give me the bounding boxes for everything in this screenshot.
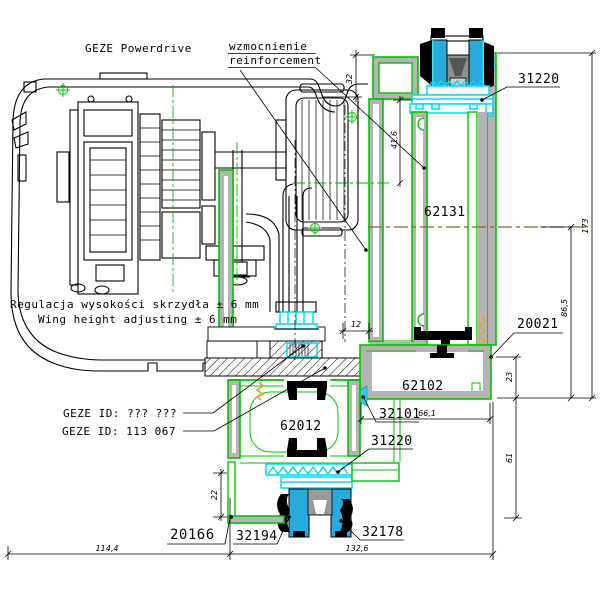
dim-173: 173 xyxy=(581,218,590,233)
dimension-132-6: 132,6 xyxy=(229,402,497,560)
label-adjust-en: Wing height adjusting ± 6 mm xyxy=(38,313,237,326)
adjusting-bolt xyxy=(274,311,319,330)
dimension-173: 173 xyxy=(497,49,596,402)
label-geze-id-unknown: GEZE ID: ??? ??? xyxy=(63,407,177,420)
dimension-66-1: 66,1 xyxy=(357,403,494,424)
label-62012: 62012 xyxy=(280,419,322,434)
datum-marker-3 xyxy=(308,221,322,235)
label-62131: 62131 xyxy=(424,205,466,220)
mounting-wall xyxy=(218,169,234,359)
label-20166: 20166 xyxy=(170,527,215,543)
label-32101: 32101 xyxy=(379,407,421,422)
dimension-41-6: 41,6 xyxy=(390,96,412,187)
dim-61: 61 xyxy=(505,453,514,463)
centerlines xyxy=(56,83,586,360)
label-32194: 32194 xyxy=(236,529,278,544)
dimension-32: 32 xyxy=(322,50,375,102)
drive-housing-outline xyxy=(10,72,368,372)
brush-seal-left xyxy=(255,381,265,401)
dimension-23: 23 xyxy=(496,353,521,402)
bottom-profile-62012 xyxy=(227,379,401,464)
label-20021: 20021 xyxy=(517,317,559,332)
dimension-86-5: 86,5 xyxy=(540,223,576,402)
label-reinforcement-en: reinforcement xyxy=(229,54,322,67)
dimension-22: 22 xyxy=(210,469,227,521)
dimension-12: 12 xyxy=(339,320,373,339)
label-reinforcement-pl: wzmocnienie xyxy=(229,40,307,53)
dim-86-5: 86,5 xyxy=(560,299,569,317)
spindle-clamp xyxy=(204,183,361,377)
label-31220-bottom: 31220 xyxy=(371,434,413,449)
dim-66-1: 66,1 xyxy=(418,409,436,418)
door-leaf-profile-62131 xyxy=(368,98,488,358)
interlock-claws xyxy=(287,381,327,457)
label-31220-top: 31220 xyxy=(518,72,560,87)
reinforcement-block xyxy=(269,340,323,359)
gasket-left-32194 xyxy=(277,494,290,532)
reinforcement-plate xyxy=(204,357,361,377)
screw-port-top xyxy=(417,117,425,131)
label-32178: 32178 xyxy=(362,525,404,540)
dimension-61: 61 xyxy=(504,398,522,522)
floor-rail-20166 xyxy=(227,461,400,524)
datum-marker-2 xyxy=(345,110,359,124)
labels: GEZE Powerdrive wzmocnienie reinforcemen… xyxy=(10,40,563,545)
guide-roller-left xyxy=(288,488,310,538)
dim-32: 32 xyxy=(345,74,354,84)
dim-132-6: 132,6 xyxy=(346,544,369,553)
dim-23: 23 xyxy=(505,372,514,382)
title-geze-powerdrive: GEZE Powerdrive xyxy=(85,42,192,55)
dimensions: 32 41,6 173 86,5 23 61 xyxy=(4,49,596,560)
label-62102: 62102 xyxy=(402,379,444,394)
label-geze-id-known: GEZE ID: 113 067 xyxy=(62,425,176,438)
belt-pulley xyxy=(275,83,359,237)
floor-guide xyxy=(265,463,353,538)
datum-marker-1 xyxy=(56,83,70,97)
dim-22: 22 xyxy=(210,490,219,500)
dim-12: 12 xyxy=(351,320,361,329)
screw-port-bottom xyxy=(417,313,425,327)
motor-assembly xyxy=(56,95,286,312)
hanger-bracket-31220 xyxy=(409,79,494,117)
roller-carriage xyxy=(409,28,494,117)
track-profile-62102 xyxy=(359,344,492,400)
dim-114-4: 114,4 xyxy=(96,544,119,553)
dim-41-6: 41,6 xyxy=(390,131,399,149)
dimension-114-4: 114,4 xyxy=(4,544,234,560)
label-adjust-pl: Regulacja wysokości skrzydła ± 6 mm xyxy=(10,298,259,311)
